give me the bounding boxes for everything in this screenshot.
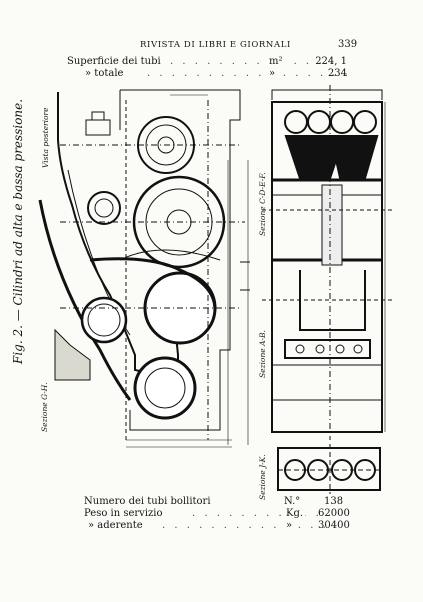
spec-value: 224, 1 <box>315 56 347 67</box>
spec-unit: Kg. <box>284 508 306 519</box>
leader-dots: . . . . . . . . . . . . . . <box>170 56 337 67</box>
spec-value: 30400 <box>318 520 350 531</box>
section-jk-drawing <box>277 444 381 494</box>
spec-label: Peso in servizio <box>84 508 166 519</box>
section-drawing <box>262 85 392 440</box>
leader-dots: . . . . . . . . . . . <box>192 508 322 519</box>
spec-label: Numero dei tubi bollitori <box>84 496 211 507</box>
spec-row: . . . . . . . . . . . Peso in servizio K… <box>84 508 384 521</box>
spec-row: Numero dei tubi bollitori N.° 138 <box>84 496 384 509</box>
spec-label: » aderente <box>88 520 146 531</box>
spec-label: Superficie dei tubi <box>67 56 164 67</box>
label-rear-view: Vista posteriore <box>41 107 50 168</box>
spec-label: » totale <box>85 68 127 79</box>
spec-value: 62000 <box>318 508 350 519</box>
running-header: RIVISTA DI LIBRI E GIORNALI <box>140 40 291 50</box>
spec-value: 138 <box>324 496 344 507</box>
spec-value: 234 <box>327 68 347 79</box>
label-section-cdef: Sezione C-D-E-F. <box>258 172 267 236</box>
spec-row: . . . . . . . . . . . . . . . . . » tota… <box>67 68 357 81</box>
spec-unit: N.° <box>284 496 301 507</box>
leader-dots: . . . . . . . . . . . . . . . . . <box>147 68 351 79</box>
label-section-gh: Sezione G-H. <box>40 382 49 432</box>
label-section-jk: Sezione J-K. <box>258 454 267 500</box>
label-section-ab: Sezione A-B. <box>258 330 267 378</box>
spec-unit: » <box>284 520 295 531</box>
page-number: 339 <box>338 39 358 50</box>
figure-caption: Fig. 2. — Cilindri ad alta e bassa press… <box>11 98 25 364</box>
spec-unit: m² <box>267 56 285 67</box>
spec-row: . . . . . . . . . . . . . . » aderente »… <box>84 520 384 533</box>
leader-dots: . . . . . . . . . . . . . . <box>162 520 329 531</box>
spec-row: . . . . . . . . . . . . . . Superficie d… <box>67 56 357 69</box>
rear-view-drawing <box>38 89 250 448</box>
spec-unit: » <box>267 68 278 79</box>
